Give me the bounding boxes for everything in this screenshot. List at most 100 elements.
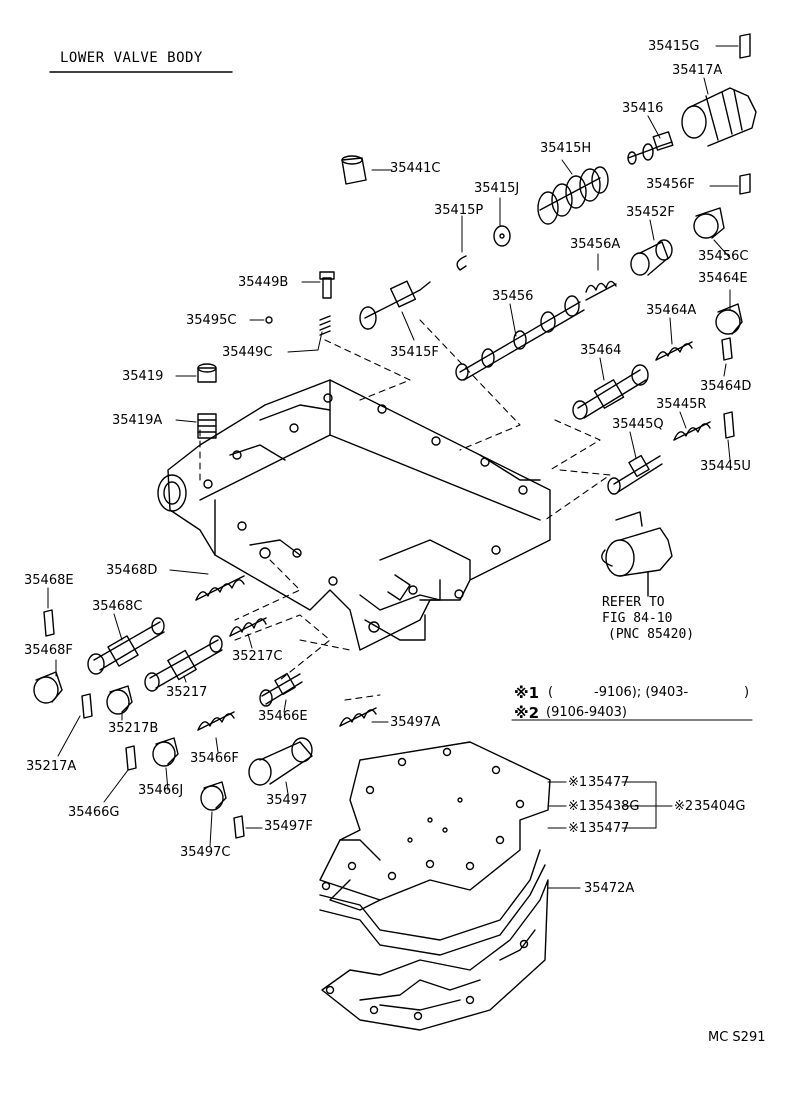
part-label-35417A: 35417A (672, 63, 723, 78)
part-35415F-shape (359, 280, 431, 330)
part-label-35466J: 35466J (138, 783, 184, 798)
part-35445Q-shape (607, 454, 663, 495)
note-2-text: (9106-9403) (546, 705, 628, 720)
part-label-35495C: 35495C (186, 313, 237, 328)
part-label-35468C: 35468C (92, 599, 143, 614)
part-35464A-shape (655, 341, 693, 361)
part-label-35415H: 35415H (540, 141, 592, 156)
part-35468C-shape (87, 617, 165, 675)
part-35497A-shape (339, 707, 377, 727)
part-label-35445Q: 35445Q (612, 417, 664, 432)
part-35217C-shape (229, 617, 267, 637)
part-label-35468D: 35468D (106, 563, 158, 578)
part-label-35464: 35464 (580, 343, 622, 358)
part-label-35445R: 35445R (656, 397, 707, 412)
part-label-35466F: 35466F (190, 751, 239, 766)
part-35464-shape (572, 364, 649, 420)
part-label-35477-top: 35477 (588, 775, 630, 790)
mark-2: ※2 (674, 799, 694, 814)
refer-line-1: REFER TO (602, 595, 665, 610)
part-label-35217C: 35217C (232, 649, 283, 664)
part-35217-shape (144, 635, 223, 692)
part-label-35217B: 35217B (108, 721, 159, 736)
part-label-35456C: 35456C (698, 249, 749, 264)
part-35497-shape (248, 737, 313, 786)
part-label-35497F: 35497F (264, 819, 313, 834)
refer-line-3: (PNC 85420) (608, 627, 695, 642)
refer-line-2: FIG 84-10 (602, 611, 673, 626)
part-35445R-shape (673, 421, 711, 441)
part-35445U-shape (723, 411, 735, 439)
part-35452F-shape (630, 239, 673, 276)
part-label-35477-bottom: 35477 (588, 821, 630, 836)
part-label-35217A: 35217A (26, 759, 77, 774)
assembly-lines (199, 319, 611, 701)
part-label-35466E: 35466E (258, 709, 308, 724)
note-1-open: ( (548, 685, 554, 700)
part-35464E-shape (715, 303, 743, 335)
part-35449B-shape (319, 271, 335, 299)
solenoid-shape (601, 511, 673, 597)
part-label-35415G: 35415G (648, 39, 700, 54)
part-35217A-shape (81, 693, 93, 719)
upper-valve-body (157, 379, 551, 651)
part-35417A-shape (681, 87, 757, 147)
part-35441C-shape (341, 155, 367, 185)
part-35416-shape (627, 131, 674, 165)
figure-code: MC S291 (708, 1030, 766, 1045)
part-label-35456A: 35456A (570, 237, 621, 252)
part-label-35464D: 35464D (700, 379, 752, 394)
part-label-35441C: 35441C (390, 161, 441, 176)
part-label-35415P: 35415P (434, 203, 484, 218)
leader-lines (47, 45, 753, 889)
part-label-35464E: 35464E (698, 271, 748, 286)
part-label-35419: 35419 (122, 369, 164, 384)
part-35456A-shape (585, 280, 617, 301)
part-35456-shape (455, 295, 585, 381)
part-35468E-shape (43, 609, 55, 637)
part-35495C-shape (265, 316, 273, 324)
part-35415P-shape (456, 255, 467, 271)
part-label-35468E: 35468E (24, 573, 74, 588)
part-35217B-shape (106, 685, 133, 715)
part-35415H-shape (537, 166, 609, 225)
mark-1a: ※1 (568, 775, 588, 790)
part-label-35217: 35217 (166, 685, 208, 700)
part-label-35415F: 35415F (390, 345, 439, 360)
part-35419A-shape (197, 413, 217, 439)
part-label-35452F: 35452F (626, 205, 675, 220)
part-35466E-shape (259, 672, 303, 707)
part-35464D-shape (721, 337, 733, 361)
part-label-35497: 35497 (266, 793, 308, 808)
part-label-35466G: 35466G (68, 805, 120, 820)
part-35468D-shape (195, 575, 245, 601)
part-35415J-shape (493, 225, 511, 247)
note-1-text: -9106); (9403- (594, 685, 689, 700)
part-label-35456F: 35456F (646, 177, 695, 192)
part-35456F-shape (739, 173, 751, 195)
part-label-35456: 35456 (492, 289, 534, 304)
part-35466F-shape (197, 711, 235, 731)
part-35468F-shape (33, 671, 63, 704)
note-2-mark: ※2 (514, 704, 540, 722)
part-label-35464A: 35464A (646, 303, 697, 318)
mark-1b: ※1 (568, 799, 588, 814)
part-label-35449B: 35449B (238, 275, 289, 290)
part-35466G-shape (125, 745, 137, 771)
part-label-35445U: 35445U (700, 459, 751, 474)
part-35497C-shape (200, 781, 227, 811)
part-label-35415J: 35415J (474, 181, 520, 196)
note-1-close: ) (744, 685, 750, 700)
part-label-35438G: 35438G (588, 799, 640, 814)
mark-1c: ※1 (568, 821, 588, 836)
part-label-35472A: 35472A (584, 881, 635, 896)
diagram-title: LOWER VALVE BODY (60, 50, 203, 66)
part-label-35416: 35416 (622, 101, 664, 116)
part-label-35497A: 35497A (390, 715, 441, 730)
plate-stack (319, 741, 551, 1031)
part-label-35449C: 35449C (222, 345, 273, 360)
note-1-mark: ※1 (514, 684, 540, 702)
part-label-35497C: 35497C (180, 845, 231, 860)
